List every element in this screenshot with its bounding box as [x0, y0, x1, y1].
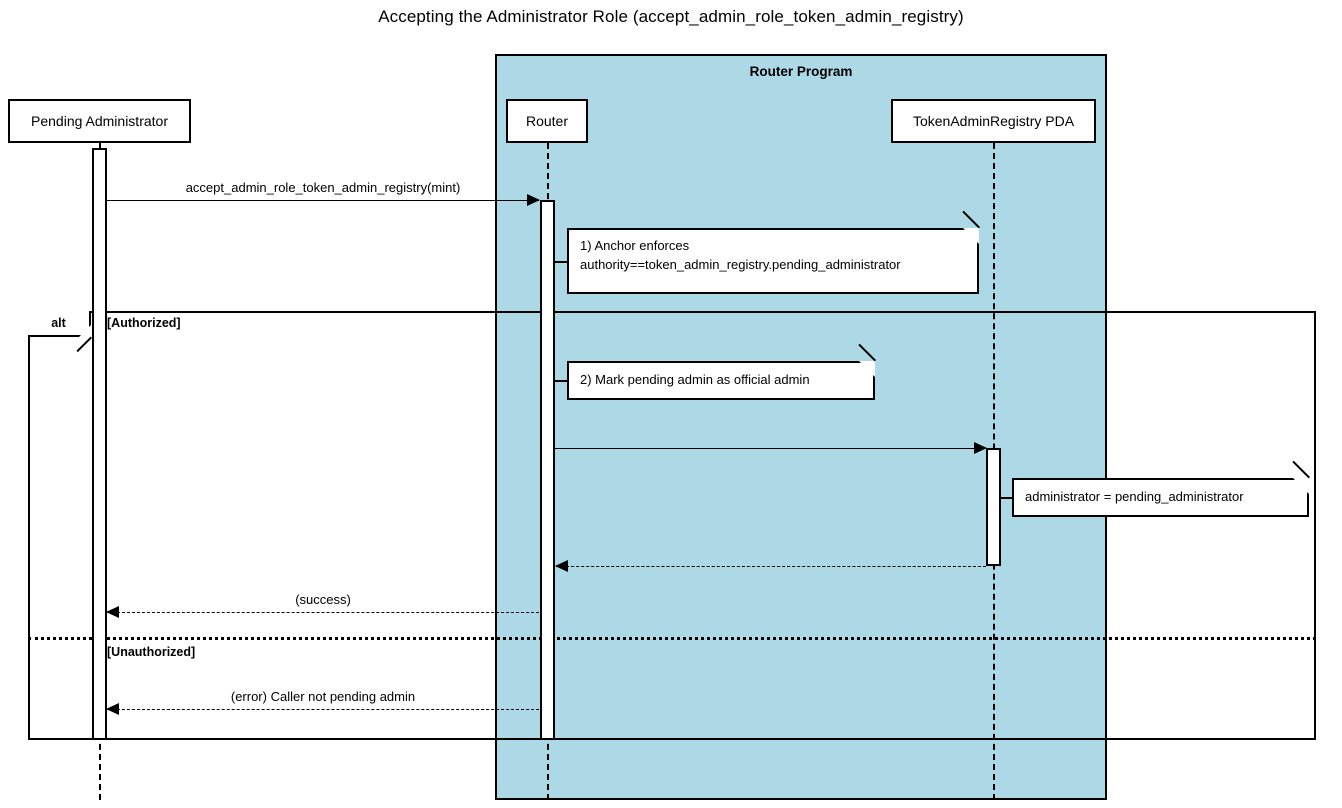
- group-title-router-program: Router Program: [749, 64, 853, 79]
- message-line: [556, 566, 986, 567]
- note-administrator-assign: administrator = pending_administrator: [1012, 460, 1310, 517]
- message-line: [107, 709, 539, 710]
- arrowhead-right-icon: [974, 442, 987, 454]
- message-line: [107, 200, 539, 201]
- note-anchor-line-2: [555, 380, 569, 382]
- fragment-label-corner: [77, 323, 92, 338]
- participant-router[interactable]: Router: [506, 99, 588, 143]
- participant-label: Pending Administrator: [31, 113, 168, 129]
- alt-fragment-divider: [28, 637, 1316, 640]
- participant-label: TokenAdminRegistry PDA: [912, 113, 1075, 129]
- note-line-1: administrator = pending_administrator: [1025, 489, 1244, 505]
- guard-authorized: [Authorized]: [107, 316, 181, 330]
- note-line-1: 2) Mark pending admin as official admin: [580, 372, 810, 388]
- arrowhead-left-icon: [555, 560, 568, 572]
- activation-token-admin-registry-pda: [986, 448, 1001, 566]
- group-box-router-program: Router Program: [495, 54, 1107, 800]
- note-anchor-line-3: [1001, 497, 1014, 499]
- message-label: (success): [107, 592, 539, 607]
- message-label-text: (error) Caller not pending admin: [226, 689, 420, 704]
- note-fold-icon: [963, 228, 979, 244]
- message-line: [107, 612, 539, 613]
- participant-label: Router: [525, 113, 569, 129]
- activation-router: [540, 200, 555, 740]
- alt-fragment: [28, 311, 1316, 740]
- alt-fragment-operator-label: alt: [28, 311, 92, 353]
- message-label: (error) Caller not pending admin: [107, 689, 539, 704]
- note-anchor-line-1: [555, 261, 569, 263]
- message-label: accept_admin_role_token_admin_registry(m…: [185, 180, 461, 195]
- participant-pending-administrator[interactable]: Pending Administrator: [8, 99, 191, 143]
- arrowhead-left-icon: [106, 606, 119, 618]
- alt-operator-text: alt: [51, 316, 66, 330]
- note-line-2: authority==token_admin_registry.pending_…: [580, 256, 901, 272]
- message-label-text: (success): [291, 592, 355, 607]
- arrowhead-left-icon: [106, 703, 119, 715]
- message-line: [555, 448, 986, 449]
- guard-unauthorized: [Unauthorized]: [107, 645, 196, 659]
- arrowhead-right-icon: [527, 194, 540, 206]
- note-anchor-enforces: 1) Anchor enforces authority==token_admi…: [567, 210, 980, 294]
- participant-token-admin-registry-pda[interactable]: TokenAdminRegistry PDA: [891, 99, 1096, 143]
- note-fold-icon: [1293, 478, 1309, 494]
- diagram-title: Accepting the Administrator Role (accept…: [378, 7, 964, 26]
- note-fold-icon: [859, 361, 875, 377]
- note-line-1: 1) Anchor enforces: [580, 238, 690, 253]
- note-mark-admin: 2) Mark pending admin as official admin: [567, 343, 876, 400]
- activation-pending-administrator: [92, 148, 107, 740]
